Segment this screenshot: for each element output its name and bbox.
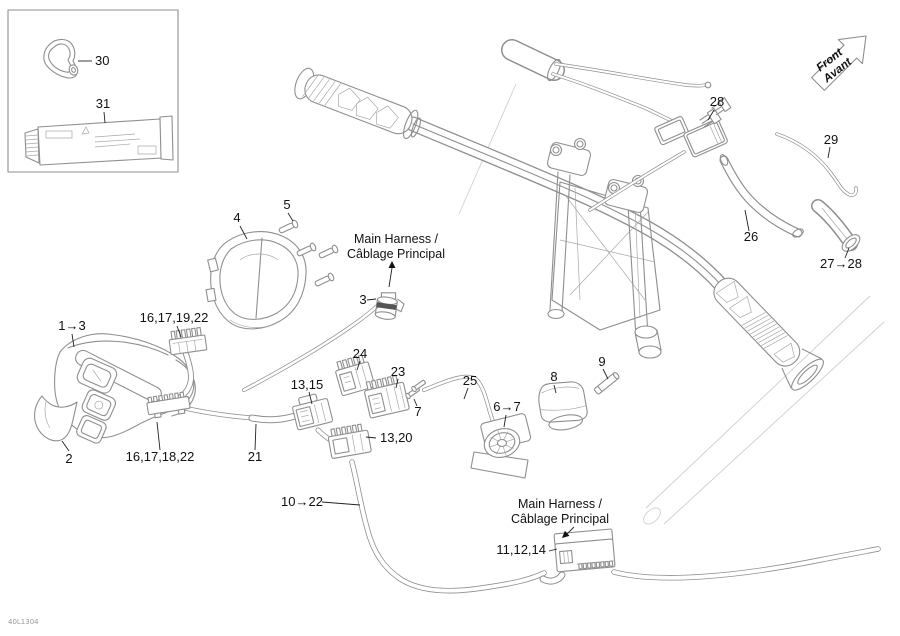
main-harness-lower-line2: Câblage Principal [511,512,609,526]
multifunction-switch [33,333,255,444]
main-harness-upper-line1: Main Harness / [354,232,439,246]
front-direction-arrow: Front Avant [811,35,867,91]
brake-lever [33,395,78,442]
main-harness-upper-line2: Câblage Principal [347,247,445,261]
hook-30 [43,38,79,79]
callout-13-15: 13,15 [291,377,324,392]
harness-connector-black [683,118,728,158]
switch-button-lower [76,415,107,444]
screws-7 [405,379,426,400]
callout-10-22: 10→22 [281,494,323,509]
steering-stem [634,325,662,359]
callout-26: 26 [744,229,758,244]
callout-11-12-14: 11,12,14 [496,542,546,557]
throttle-sleeve [501,39,565,82]
callout-23: 23 [391,364,405,379]
callout-3: 3 [359,292,366,307]
harness-connector-white [654,116,689,146]
terminal-pins-28 [699,97,732,128]
callout-1-3: 1→3 [58,318,85,333]
callout-4: 4 [233,210,240,225]
connector-11-12-14 [539,528,616,585]
callout-labels: 30 31 4 5 Main Harness / Câblage Princip… [8,53,862,626]
boot-8 [538,381,588,431]
callout-2: 2 [65,451,72,466]
leader-lines [61,60,850,552]
callout-8: 8 [550,369,557,384]
tube-27-28 [811,199,861,252]
switch-button-start [81,389,117,421]
switch-housing-cover [205,231,307,330]
callout-7: 7 [414,404,421,419]
right-grip [713,277,824,391]
connector-23 [364,374,410,419]
grip-heater-wires [551,62,712,212]
callout-25: 25 [463,373,477,388]
callout-28: 28 [710,94,724,109]
handlebar [405,116,730,294]
left-grip [294,67,422,140]
callout-30: 30 [95,53,109,68]
sealant-tube-31 [24,115,174,166]
screws-5 [278,219,339,287]
connector-16171822 [146,391,191,419]
diagram-code: 40L1304 [8,618,39,626]
inset-box [7,9,179,173]
wire-29 [775,132,858,197]
callout-6-7: 6→7 [493,399,520,414]
switch-button-high-beam [76,357,118,394]
callout-16-17-19-22: 16,17,19,22 [140,310,209,325]
tube-26 [719,154,804,238]
main-harness-lower-line1: Main Harness / [518,497,603,511]
connector-3 [374,292,405,320]
callout-9: 9 [598,354,605,369]
connector-13-20 [327,423,372,459]
connector-16171922 [168,326,208,356]
callout-27-28: 27→28 [820,256,862,271]
callout-5: 5 [283,197,290,212]
connector-24 [335,354,376,397]
callout-16-17-18-22: 16,17,18,22 [126,449,195,464]
steering-riser [546,137,662,359]
connector-13-15 [292,393,334,431]
callout-31: 31 [96,96,110,111]
callout-29: 29 [824,132,838,147]
dial-switch-6-7 [470,413,532,479]
callout-13-20: 13,20 [380,430,413,445]
pin-9 [594,372,620,395]
callout-24: 24 [353,346,367,361]
callout-21: 21 [248,449,262,464]
